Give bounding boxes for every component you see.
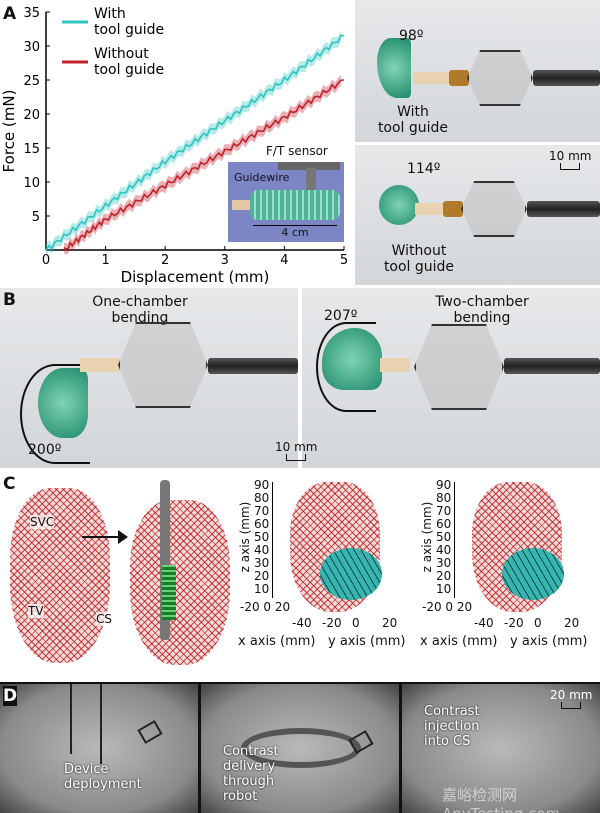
x-tick-labels: -20 0 20 xyxy=(422,600,473,614)
y-tick-label: 5 xyxy=(32,210,40,225)
z-tick-label: 60 xyxy=(254,517,270,531)
arrow-head-icon xyxy=(118,530,128,544)
z-tick-label: 40 xyxy=(254,543,270,557)
heart-mesh-1 xyxy=(10,488,110,663)
y-tick-label: 20 xyxy=(382,616,398,630)
z-axis-label: z axis (mm) xyxy=(238,501,252,573)
y-tick-label: 35 xyxy=(23,6,40,21)
legend-label: tool guide xyxy=(94,22,164,38)
y-tick-label: 15 xyxy=(23,142,40,157)
y-tick-label: 0 xyxy=(534,616,542,630)
z-tick-label: 30 xyxy=(436,556,452,570)
z-tick-label: 80 xyxy=(436,491,452,505)
panel-label-b: B xyxy=(3,290,16,310)
scale-bar-a: 10 mm xyxy=(549,149,591,170)
legend-label: tool guide xyxy=(94,62,164,78)
z-tick-label: 70 xyxy=(436,504,452,518)
panel-label-a: A xyxy=(3,4,17,24)
x-tick-label: 5 xyxy=(340,253,348,268)
inset-photo: Guidewire 4 cm xyxy=(228,162,344,242)
z-tick-label: 80 xyxy=(254,491,270,505)
z-axis-label: z axis (mm) xyxy=(420,501,434,573)
z-tick-label: 40 xyxy=(436,543,452,557)
x-axis-label: x axis (mm) xyxy=(420,634,498,649)
legend-label: Without xyxy=(94,46,149,62)
panel-label-c: C xyxy=(3,474,16,494)
y-tick-label: -40 xyxy=(292,616,312,630)
series-band xyxy=(63,74,342,255)
robot-device xyxy=(160,480,170,640)
y-axis-label: Force (mN) xyxy=(0,90,18,173)
z-tick-label: 10 xyxy=(254,582,270,596)
y-tick-label: 0 xyxy=(352,616,360,630)
scale-bar-b: 10 mm xyxy=(275,440,317,461)
ft-sensor-label: F/T sensor xyxy=(266,144,328,158)
z-tick-label: 90 xyxy=(254,478,270,492)
inset-scale: 4 cm xyxy=(253,225,337,239)
z-tick-label: 50 xyxy=(254,530,270,544)
scale-bar-d: 20 mm xyxy=(550,688,592,709)
series-line xyxy=(45,34,345,251)
x-tick-label: 2 xyxy=(161,253,169,268)
y-tick-label: 20 xyxy=(564,616,580,630)
panel-label-d: D xyxy=(3,686,18,706)
x-tick-label: 3 xyxy=(221,253,229,268)
y-tick-label: 30 xyxy=(23,40,40,55)
y-axis-label: y axis (mm) xyxy=(510,634,588,649)
y-tick-label: -20 xyxy=(322,616,342,630)
x-axis-label: Displacement (mm) xyxy=(121,268,270,286)
angle-200: 200º xyxy=(28,442,62,458)
z-tick-label: 10 xyxy=(436,582,452,596)
y-tick-label: -40 xyxy=(474,616,494,630)
angle-207: 207º xyxy=(324,308,358,324)
x-tick-label: 4 xyxy=(280,253,288,268)
x-axis-label: x axis (mm) xyxy=(238,634,316,649)
z-tick-label: 60 xyxy=(436,517,452,531)
angle-114: 114º xyxy=(407,161,441,177)
y-axis-label: y axis (mm) xyxy=(328,634,406,649)
y-tick-label: 25 xyxy=(23,74,40,89)
z-tick-label: 90 xyxy=(436,478,452,492)
x-tick-labels: -20 0 20 xyxy=(240,600,291,614)
guidewire-label: Guidewire xyxy=(234,171,290,184)
arrow-icon xyxy=(82,536,124,538)
series-line xyxy=(63,79,345,250)
y-tick-label: 20 xyxy=(23,108,40,123)
tv-label: TV xyxy=(28,604,44,618)
angle-98: 98º xyxy=(399,28,424,44)
y-tick-label: 10 xyxy=(23,176,40,191)
z-tick-label: 30 xyxy=(254,556,270,570)
y-tick-label: -20 xyxy=(504,616,524,630)
robot-coil xyxy=(162,565,176,620)
z-tick-label: 20 xyxy=(254,569,270,583)
legend-label: With xyxy=(94,6,126,22)
svc-label: SVC xyxy=(30,515,55,529)
watermark: 嘉峪检测网 AnyTesting.com xyxy=(442,786,560,813)
x-tick-label: 1 xyxy=(101,253,109,268)
cs-label: CS xyxy=(96,612,112,626)
z-tick-label: 20 xyxy=(436,569,452,583)
z-tick-label: 70 xyxy=(254,504,270,518)
heart-mesh-2 xyxy=(130,500,230,665)
z-tick-label: 50 xyxy=(436,530,452,544)
x-tick-label: 0 xyxy=(42,253,50,268)
